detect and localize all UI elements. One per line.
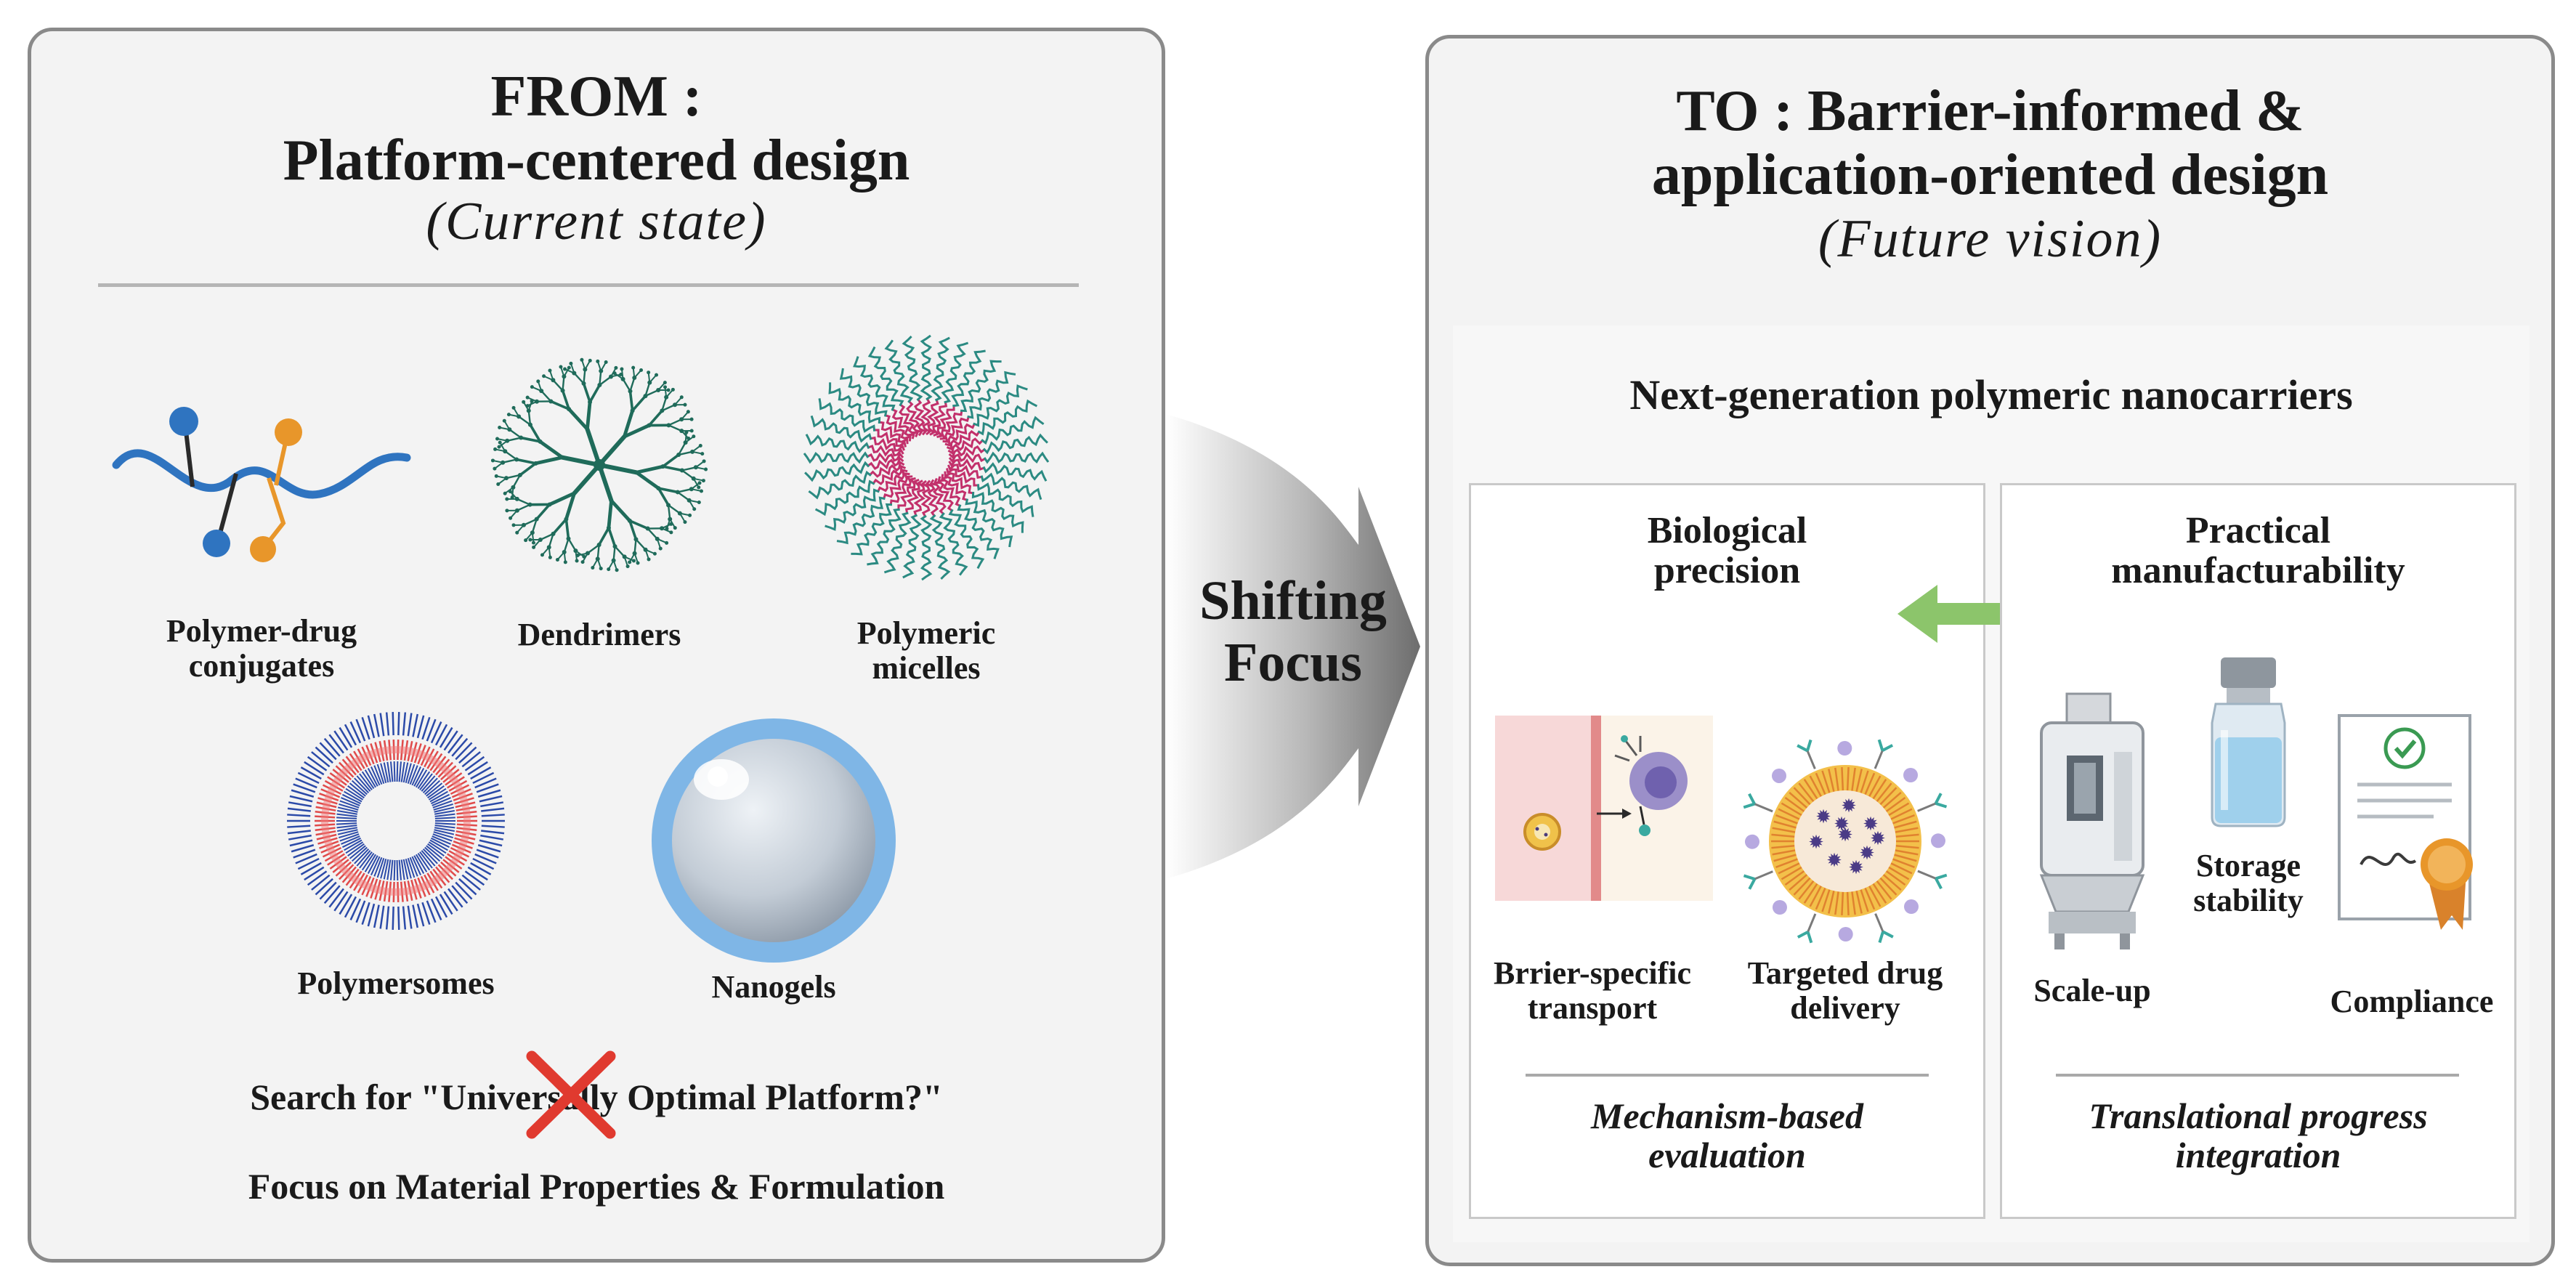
- polymer-drug-conjugate-icon: [112, 407, 411, 562]
- label-polymersomes: Polymersomes: [297, 965, 495, 1001]
- shifting-focus-label-2: Focus: [1224, 632, 1362, 693]
- left-heading-current-state: (Current state): [426, 192, 767, 251]
- barrier-transport-icon: [1495, 716, 1713, 901]
- manu-item-storage-2: stability: [2193, 883, 2304, 918]
- polymeric-micelle-icon: [803, 334, 1050, 581]
- bio-item1-1: Brrier-specific: [1494, 955, 1691, 991]
- bio-item2-1: Targeted drug: [1747, 955, 1943, 991]
- bio-footer-2: evaluation: [1648, 1135, 1806, 1175]
- cross-icon: [526, 1050, 616, 1139]
- label-polymer-drug-conjugates-2: conjugates: [188, 648, 335, 684]
- manu-item-storage-1: Storage: [2195, 848, 2301, 883]
- left-divider: [98, 283, 1079, 287]
- shifting-focus-label-1: Shifting: [1199, 570, 1387, 631]
- svg-text:✹: ✹: [1826, 850, 1842, 872]
- targeted-nanoparticle-icon: ✹✹✹✹✹✹✹✹✹✹: [1743, 739, 1948, 944]
- svg-text:✹: ✹: [1870, 828, 1886, 850]
- label-nanogels: Nanogels: [711, 969, 836, 1005]
- bio-title-2: precision: [1653, 550, 1801, 591]
- manu-divider: [2056, 1074, 2459, 1077]
- svg-text:✹: ✹: [1834, 814, 1850, 835]
- manu-item-scale-up: Scale-up: [2033, 973, 2151, 1008]
- left-panel-current-state: [28, 28, 1165, 1263]
- right-heading-future-vision: (Future vision): [1818, 209, 2163, 269]
- bio-item1-2: transport: [1527, 990, 1658, 1026]
- svg-text:✹: ✹: [1848, 857, 1864, 879]
- label-polymeric-micelles-1: Polymeric: [856, 615, 996, 651]
- focus-material-properties-text: Focus on Material Properties & Formulati…: [248, 1166, 945, 1207]
- manu-footer-1: Translational progress: [2089, 1095, 2428, 1136]
- svg-text:✹: ✹: [1859, 843, 1875, 864]
- manu-item-compliance: Compliance: [2330, 984, 2494, 1019]
- bio-item2-2: delivery: [1790, 990, 1900, 1026]
- bio-divider: [1526, 1074, 1929, 1077]
- svg-text:✹: ✹: [1808, 832, 1824, 854]
- manu-footer-2: integration: [2175, 1135, 2341, 1175]
- svg-text:✹: ✹: [1837, 825, 1853, 846]
- label-polymer-drug-conjugates-1: Polymer-drug: [166, 613, 357, 649]
- polymersome-icon: [287, 712, 505, 930]
- search-universal-platform-text: Search for "Universally Optimal Platform…: [250, 1077, 943, 1117]
- storage-vial-icon: [2211, 657, 2286, 827]
- left-heading-platform-centered: Platform-centered design: [283, 129, 910, 193]
- dendrimer-icon: [490, 357, 708, 572]
- nanogel-icon: [652, 718, 896, 963]
- shifting-focus-arrow: [1166, 414, 1420, 879]
- svg-text:✹: ✹: [1815, 806, 1831, 828]
- bidirectional-arrow-icon: [1897, 585, 2083, 643]
- manu-title-1: Practical: [2185, 510, 2331, 551]
- svg-text:✹: ✹: [1841, 795, 1857, 817]
- bioreactor-icon: [2039, 692, 2145, 949]
- svg-text:✹: ✹: [1863, 814, 1879, 835]
- manu-title-2: manufacturability: [2111, 550, 2405, 591]
- bio-title-1: Biological: [1647, 510, 1807, 551]
- next-gen-title: Next-generation polymeric nanocarriers: [1629, 371, 2353, 418]
- left-heading-from: FROM :: [490, 65, 702, 129]
- compliance-certificate-icon: [2338, 714, 2473, 930]
- bio-footer-1: Mechanism-based: [1591, 1095, 1863, 1136]
- label-polymeric-micelles-2: micelles: [872, 650, 981, 686]
- right-heading-application-oriented: application-oriented design: [1651, 143, 2329, 207]
- right-heading-barrier-informed: TO : Barrier-informed &: [1676, 79, 2304, 143]
- label-dendrimers: Dendrimers: [517, 617, 681, 652]
